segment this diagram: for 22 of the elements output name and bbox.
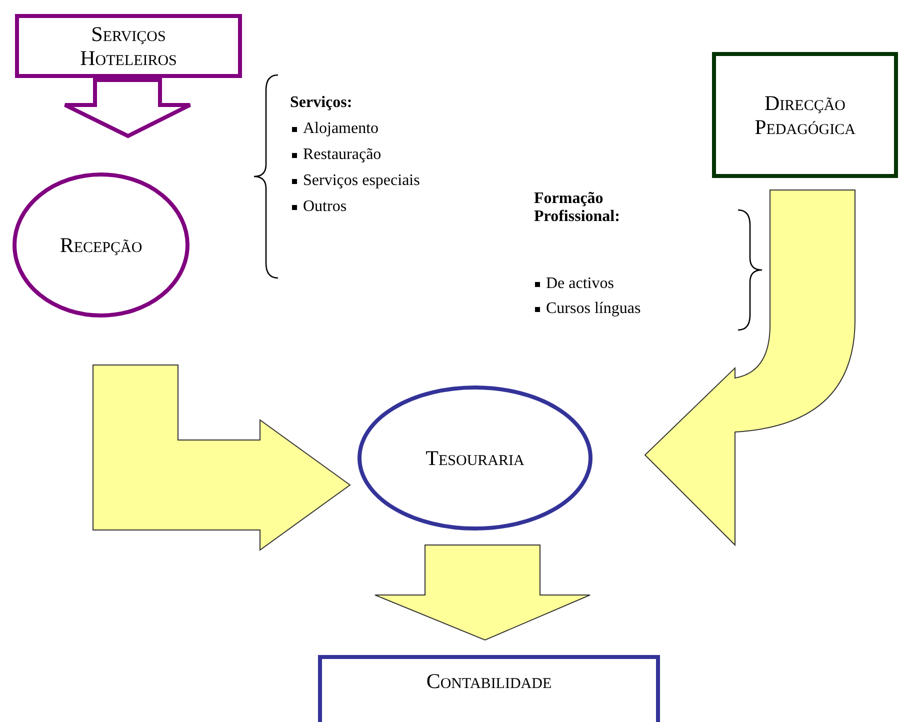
- block-arrow: [92, 364, 351, 551]
- node-label: Contabilidade: [426, 669, 552, 694]
- node-label: Tesouraria: [426, 446, 524, 470]
- list-heading: Formação Profissional:: [534, 190, 621, 226]
- node-label: Direcção Pedagógica: [754, 90, 856, 140]
- process-ellipse: [357, 385, 593, 531]
- process-box: [712, 52, 898, 178]
- list-item: Alojamento: [303, 120, 379, 138]
- process-box: [318, 655, 660, 722]
- process-box: [15, 14, 242, 78]
- list-item: De activos: [546, 275, 614, 293]
- block-arrow: [63, 78, 192, 138]
- list-item: Serviços especiais: [303, 172, 420, 190]
- node-label: Serviços Hoteleiros: [79, 22, 178, 70]
- process-ellipse: [12, 172, 190, 318]
- block-arrow: [374, 544, 590, 641]
- block-arrow: [644, 190, 856, 546]
- list-heading: Serviços:: [290, 94, 352, 112]
- list-item: Outros: [303, 198, 347, 216]
- node-label: Recepção: [60, 232, 142, 258]
- list-item: Restauração: [303, 146, 382, 164]
- list-item: Cursos línguas: [546, 300, 641, 318]
